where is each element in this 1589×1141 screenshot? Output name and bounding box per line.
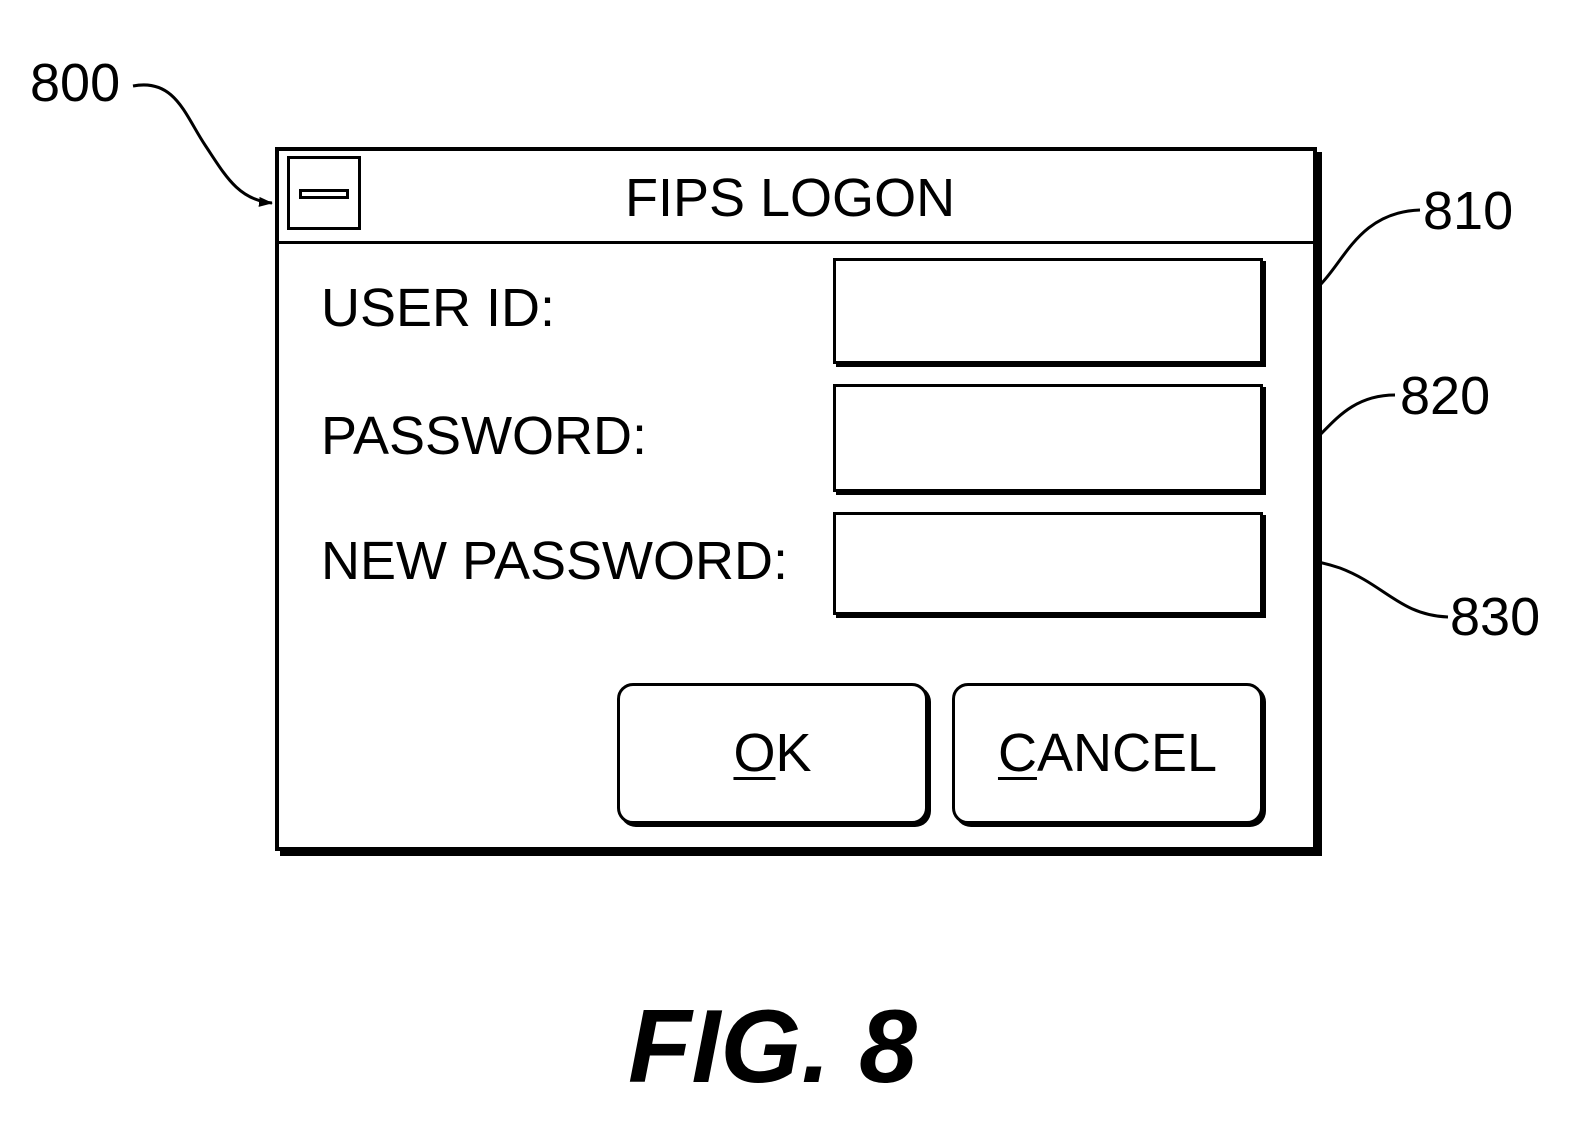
reference-numeral-820: 820 xyxy=(1400,366,1491,426)
cancel-mnemonic: C xyxy=(997,723,1037,783)
title-bar: FIPS LOGON xyxy=(279,151,1313,244)
reference-numeral-800: 800 xyxy=(30,53,121,113)
reference-numeral-830: 830 xyxy=(1450,587,1541,647)
figure-caption: FIG. 8 xyxy=(628,989,917,1105)
ok-button-label: OK xyxy=(620,726,925,780)
new-password-label: NEW PASSWORD: xyxy=(321,531,789,591)
new-password-input[interactable] xyxy=(833,512,1263,615)
user-id-input[interactable] xyxy=(833,258,1263,364)
cancel-button-label: CANCEL xyxy=(955,726,1260,780)
password-input[interactable] xyxy=(833,384,1263,492)
ok-mnemonic: O xyxy=(733,723,776,783)
leader-800 xyxy=(132,83,273,207)
system-menu-icon[interactable] xyxy=(287,156,361,230)
reference-numeral-810: 810 xyxy=(1423,181,1514,241)
cancel-label-rest: ANCEL xyxy=(1036,723,1218,783)
ok-button[interactable]: OK xyxy=(617,683,928,824)
ok-label-rest: K xyxy=(775,723,812,783)
user-id-label: USER ID: xyxy=(321,278,556,338)
cancel-button[interactable]: CANCEL xyxy=(952,683,1263,824)
fips-logon-dialog: FIPS LOGON USER ID: PASSWORD: NEW PASSWO… xyxy=(275,147,1317,851)
system-menu-bar-icon xyxy=(299,189,349,199)
dialog-title: FIPS LOGON xyxy=(625,168,956,228)
password-label: PASSWORD: xyxy=(321,406,648,466)
